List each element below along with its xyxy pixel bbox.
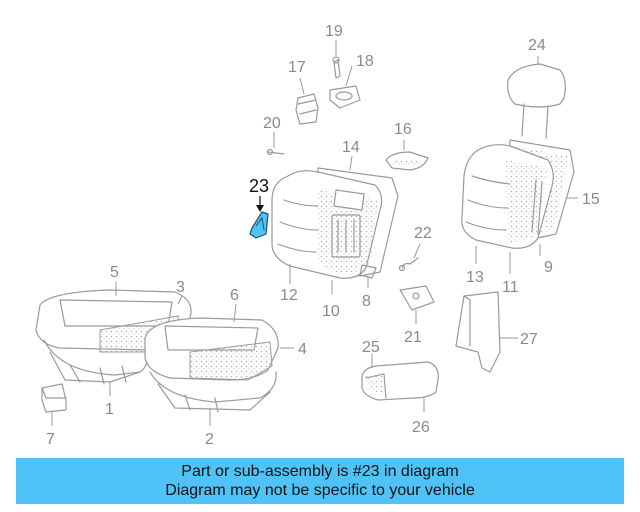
- callout-22: 22: [414, 225, 432, 242]
- leader-lines: [51, 40, 578, 426]
- banner-line-2: Diagram may not be specific to your vehi…: [165, 482, 475, 499]
- callout-10: 10: [322, 303, 340, 320]
- callout-5: 5: [110, 264, 119, 281]
- callout-11: 11: [502, 279, 519, 296]
- hook-22: [398, 257, 419, 272]
- banner-line-1: Part or sub-assembly is #23 in diagram: [181, 463, 459, 480]
- callout-21: 21: [404, 329, 422, 346]
- callout-6: 6: [230, 287, 239, 304]
- part-23-highlighted: [249, 196, 269, 239]
- callout-18: 18: [356, 53, 374, 70]
- fastener-19: [332, 56, 341, 79]
- bolt-20: [266, 148, 285, 156]
- cup-holder: [295, 93, 319, 125]
- hinge-bracket: [359, 264, 377, 279]
- callout-16: 16: [394, 121, 412, 138]
- callout-17: 17: [288, 59, 306, 76]
- callout-20: 20: [263, 115, 281, 132]
- callout-27: 27: [520, 331, 538, 348]
- callout-2: 2: [205, 431, 214, 448]
- console-box: [361, 361, 439, 401]
- callout-12: 12: [280, 287, 298, 304]
- callout-3: 3: [176, 279, 185, 296]
- callout-labels: 1 2 3 4 5 6 7 8 9 10 11 12 13 14 15 16 1…: [46, 23, 600, 448]
- armrest-cover: [385, 151, 429, 171]
- latch-21: [399, 285, 435, 311]
- callout-8: 8: [362, 293, 371, 310]
- seat-back-right: [461, 139, 575, 249]
- callout-9: 9: [544, 259, 553, 276]
- seat-cushion-right: [144, 317, 279, 413]
- cup-holder-insert: [329, 85, 361, 109]
- callout-24: 24: [528, 37, 546, 54]
- seat-back-left: [271, 167, 399, 279]
- trim-clip: [41, 383, 67, 413]
- info-banner: Part or sub-assembly is #23 in diagram D…: [16, 458, 624, 504]
- back-panel: [455, 291, 501, 373]
- callout-14: 14: [342, 139, 360, 156]
- callout-25: 25: [362, 339, 380, 356]
- callout-15: 15: [582, 191, 600, 208]
- callout-4: 4: [298, 341, 307, 358]
- callout-1: 1: [105, 401, 114, 418]
- callout-7: 7: [46, 431, 55, 448]
- callout-26: 26: [412, 419, 430, 436]
- headrest: [507, 63, 566, 139]
- callout-13: 13: [466, 269, 484, 286]
- callout-19: 19: [325, 23, 343, 40]
- callout-23: 23: [249, 176, 269, 196]
